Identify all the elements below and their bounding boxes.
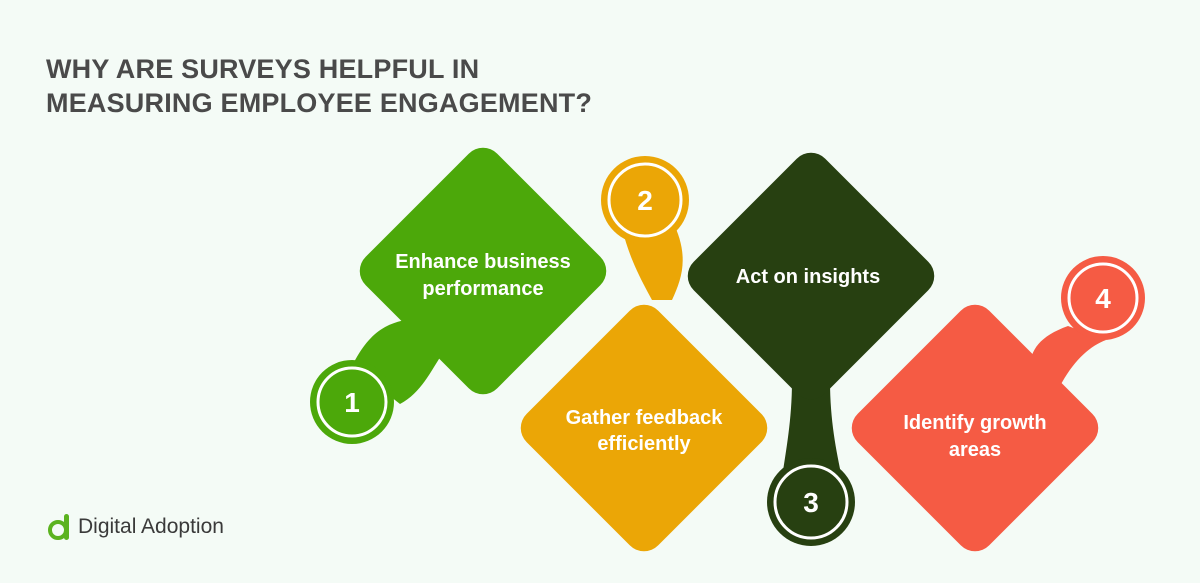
step-3-badge	[767, 458, 855, 546]
step-4: 4 Identify growth areas	[851, 256, 1145, 552]
step-3-diamond	[687, 152, 935, 400]
step-4-badge	[1061, 256, 1145, 340]
logo-text: Digital Adoption	[78, 515, 224, 538]
step-3: 3 Act on insights	[687, 152, 935, 546]
step-4-badge-ring	[1067, 262, 1139, 334]
step-1-badge-ring	[316, 366, 388, 438]
step-3-badge-ring	[773, 464, 849, 540]
step-2-number: 2	[637, 185, 653, 216]
step-2-diamond	[520, 304, 768, 552]
step-1-number: 1	[344, 387, 360, 418]
step-2: 2 Gather feedback efficiently	[520, 156, 768, 552]
brand-logo: Digital Adoption	[46, 510, 224, 544]
digital-adoption-logo-icon	[48, 514, 69, 540]
step-4-label-line-2: areas	[949, 439, 1001, 461]
step-1-label-line-1: Enhance business	[395, 251, 571, 273]
step-4-label-line-1: Identify growth	[903, 412, 1046, 434]
step-3-number: 3	[803, 487, 819, 518]
step-2-badge	[601, 156, 689, 244]
step-4-diamond	[851, 304, 1099, 552]
step-1-diamond	[359, 147, 607, 395]
step-1-badge	[310, 360, 394, 444]
step-2-label-line-2: efficiently	[597, 433, 691, 455]
page-title: WHY ARE SURVEYS HELPFUL IN MEASURING EMP…	[46, 52, 592, 120]
step-1-label-line-2: performance	[422, 278, 543, 300]
step-2-label-line-1: Gather feedback	[566, 407, 724, 429]
step-3-label-line-1: Act on insights	[736, 266, 880, 288]
title-line-1: WHY ARE SURVEYS HELPFUL IN	[46, 54, 480, 84]
step-4-number: 4	[1095, 283, 1111, 314]
step-3-connector	[782, 380, 842, 478]
step-2-badge-ring	[607, 162, 683, 238]
step-1: 1 Enhance business performance	[310, 147, 607, 444]
title-line-2: MEASURING EMPLOYEE ENGAGEMENT?	[46, 88, 593, 118]
